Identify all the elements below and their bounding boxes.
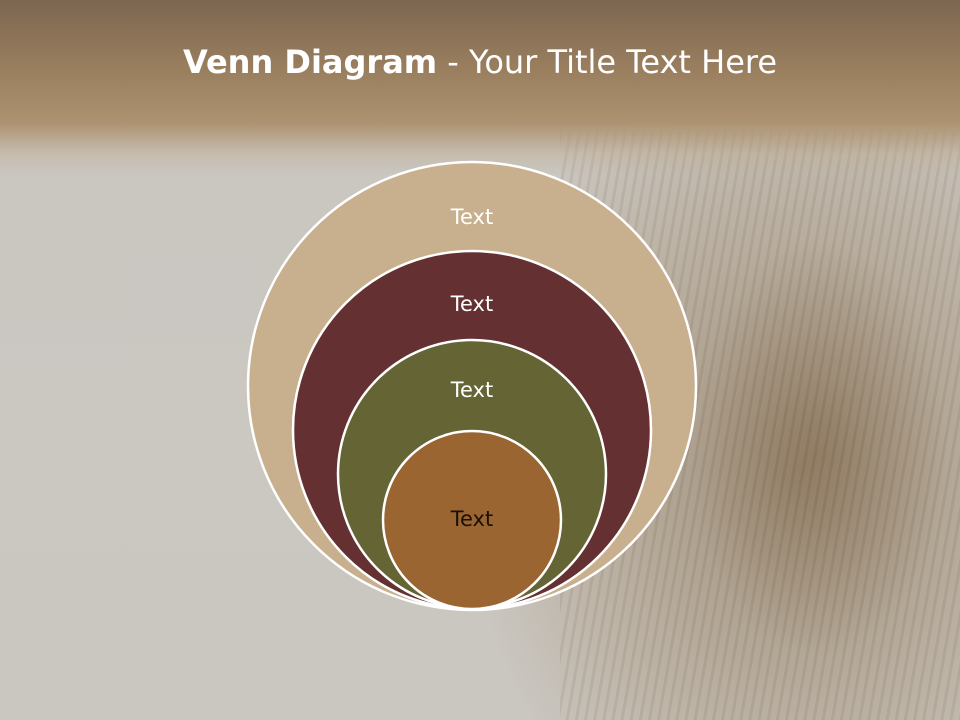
venn-label-4: Text (450, 507, 493, 531)
title-band (0, 0, 960, 175)
venn-label-3: Text (450, 378, 493, 402)
venn-label-2: Text (450, 292, 493, 316)
slide-title: Venn Diagram - Your Title Text Here (0, 40, 960, 84)
title-bold-part: Venn Diagram (182, 43, 438, 81)
title-rest-part: - Your Title Text Here (437, 43, 778, 81)
venn-circle-4[interactable] (381, 429, 563, 611)
venn-label-1: Text (450, 205, 493, 229)
